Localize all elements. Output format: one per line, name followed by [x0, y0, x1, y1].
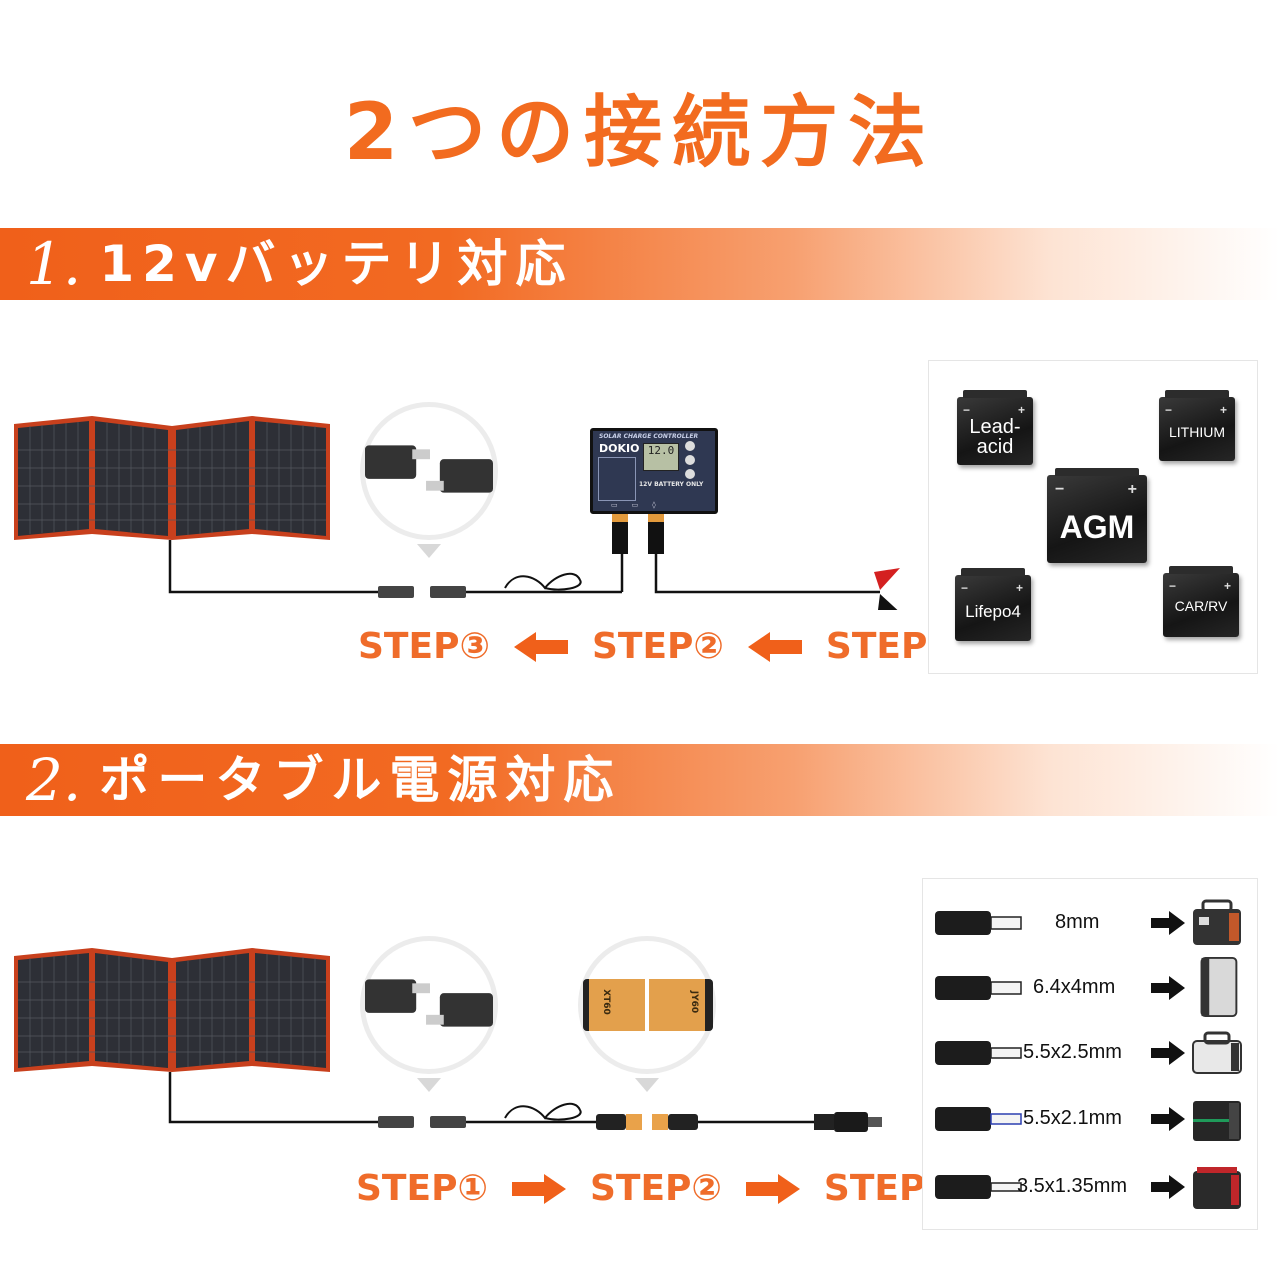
- battery-car-rv: − + CAR/RV: [1163, 566, 1239, 637]
- power-station-icon: [1193, 899, 1241, 945]
- dc-plug-icon: [935, 1107, 1022, 1131]
- battery-lithium: − + LITHIUM: [1159, 390, 1235, 461]
- dc-plug-sizes-panel: 8mm 6.4x4mm 5.5x2.5mm 5.5x2.1mm 3.5x1.35…: [922, 878, 1258, 1230]
- sae-connector-right: [430, 586, 466, 598]
- xt60-connector: [626, 1114, 642, 1130]
- step-label: STEP③: [358, 626, 490, 667]
- red-clamp-icon: [874, 568, 900, 590]
- section-2-banner: 2. ポータブル電源対応: [0, 744, 1280, 816]
- controller-plug-left: [612, 514, 628, 554]
- dc-plug-icon: [935, 911, 1022, 935]
- section-2-number: 2.: [26, 746, 82, 814]
- page-title: 2つの接続方法: [343, 88, 937, 178]
- power-station-icon: [1192, 1031, 1242, 1074]
- battery-label: LITHIUM: [1169, 424, 1225, 440]
- cable-tie-loop: [504, 572, 582, 591]
- solar-panel-icon: [14, 416, 330, 540]
- section-2-heading: ポータブル電源対応: [99, 751, 622, 809]
- cable-tie-loop: [504, 1102, 582, 1121]
- controller-terminal-icons: ▭▭◊: [611, 501, 670, 509]
- section-2-steps: STEP① STEP② STEP③: [356, 1168, 956, 1209]
- controller-note: 12V BATTERY ONLY: [639, 481, 704, 488]
- controller-button-3[interactable]: [685, 469, 695, 479]
- xt60-jy60-icon: XT60 JY60: [583, 979, 713, 1031]
- bubble-pointer: [417, 1078, 441, 1092]
- plug-row: 6.4x4mm: [923, 956, 1259, 1018]
- arrow-right-icon: [1151, 1107, 1185, 1131]
- battery-label: Lifepo4: [965, 602, 1021, 621]
- plug-size-label: 5.5x2.5mm: [1023, 1041, 1122, 1063]
- plug-row: 3.5x1.35mm: [923, 1163, 1259, 1213]
- arrow-right-icon: [1151, 976, 1185, 1000]
- arrow-right-icon: [745, 1173, 800, 1204]
- section-1-banner: 1. 12vバッテリ対応: [0, 228, 1280, 300]
- plug-size-label: 6.4x4mm: [1033, 976, 1116, 998]
- arrow-right-icon: [1151, 911, 1185, 935]
- plug-size-label: 8mm: [1055, 911, 1100, 933]
- panel-cable: [168, 1072, 380, 1124]
- dc-plug-tip: [868, 1117, 882, 1127]
- controller-lcd: 12.0: [643, 443, 679, 471]
- controller-header: SOLAR CHARGE CONTROLLER: [599, 433, 699, 440]
- power-station-icon: [1193, 1101, 1241, 1141]
- battery-agm: − + AGM: [1047, 468, 1147, 563]
- xt60-label: XT60: [600, 989, 611, 1015]
- dc-plug-icon: [935, 1175, 1022, 1199]
- jy60-label: JY60: [689, 990, 700, 1014]
- controller-plug-right: [648, 514, 664, 554]
- xt60-connector-zoom-bubble: XT60 JY60: [578, 936, 716, 1074]
- jy60-connector: [652, 1114, 668, 1130]
- arrow-right-icon: [1151, 1175, 1185, 1199]
- controller-brand: DOKIO: [599, 442, 640, 455]
- plug-row: 5.5x2.5mm: [923, 1029, 1259, 1079]
- arrow-right-icon: [1151, 1041, 1185, 1065]
- section-1-steps: STEP③ STEP② STEP①: [358, 626, 958, 667]
- section-1-heading: 12vバッテリ対応: [99, 235, 574, 293]
- solar-panel-icon: [14, 948, 330, 1072]
- solar-panel-image: [14, 416, 330, 540]
- sae-connector-zoom-bubble: [360, 402, 498, 540]
- section-1-cable-diagram: [168, 540, 900, 610]
- sae-connector-icon: [365, 445, 493, 493]
- sae-connector-right: [430, 1116, 466, 1128]
- controller-label-panel: [598, 457, 636, 501]
- dc-plug-icon: [935, 976, 1022, 1000]
- plug-row: 5.5x2.1mm: [923, 1095, 1259, 1145]
- solar-panel-image: [14, 948, 330, 1072]
- step-label: STEP②: [591, 626, 724, 667]
- panel-cable: [168, 540, 380, 594]
- plug-size-label: 5.5x2.1mm: [1023, 1107, 1122, 1129]
- sae-connector-zoom-bubble: [360, 936, 498, 1074]
- battery-label: CAR/RV: [1174, 598, 1228, 614]
- battery-label: acid: [976, 436, 1014, 458]
- controller-button-1[interactable]: [685, 441, 695, 451]
- arrow-right-icon: [511, 1173, 566, 1204]
- section-1-number: 1.: [26, 230, 82, 298]
- battery-lifepo4: − + Lifepo4: [955, 568, 1031, 641]
- controller-button-2[interactable]: [685, 455, 695, 465]
- bubble-pointer: [417, 544, 441, 558]
- power-station-icon: [1200, 956, 1238, 1018]
- plug-size-label: 3.5x1.35mm: [1017, 1175, 1128, 1197]
- battery-lead-acid: − + Lead- acid: [957, 390, 1033, 465]
- dc-plug-icon: [935, 1041, 1022, 1065]
- sae-connector-icon: [365, 979, 493, 1027]
- power-station-icon: [1193, 1167, 1241, 1209]
- sae-connector-left: [378, 586, 414, 598]
- section-2-cable-diagram: [168, 1072, 882, 1132]
- step-label: STEP②: [589, 1168, 722, 1209]
- arrow-left-icon: [513, 631, 568, 662]
- bubble-pointer: [635, 1078, 659, 1092]
- arrow-left-icon: [747, 631, 802, 662]
- sae-connector-left: [378, 1116, 414, 1128]
- black-clamp-icon: [878, 594, 898, 610]
- charge-controller: SOLAR CHARGE CONTROLLER DOKIO 12.0 12V B…: [590, 428, 718, 514]
- step-label: STEP①: [356, 1168, 488, 1209]
- plug-row: 8mm: [923, 899, 1259, 949]
- battery-label: AGM: [1059, 509, 1135, 545]
- battery-label: Lead-: [969, 416, 1021, 438]
- battery-types-panel: − + Lead- acid − + LITHIUM − + AGM − + L…: [928, 360, 1258, 674]
